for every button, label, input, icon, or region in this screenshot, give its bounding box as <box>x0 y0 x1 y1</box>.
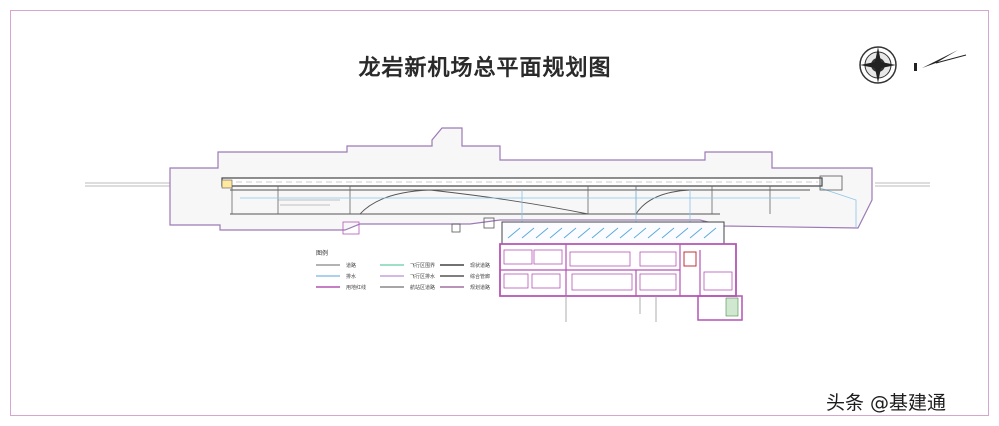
svg-text:排水: 排水 <box>346 273 356 280</box>
legend-item: 排水 <box>316 273 356 280</box>
landside-zone <box>499 243 743 322</box>
legend-item: 规划道路 <box>440 284 490 291</box>
runway-end-facility <box>221 175 843 191</box>
watermark: 头条 @基建通 <box>826 392 947 414</box>
legend-item: 用地红线 <box>316 284 366 291</box>
compass-rose-icon <box>859 46 897 84</box>
svg-text:现状道路: 现状道路 <box>470 262 490 269</box>
legend-heading: 图例 <box>316 249 328 257</box>
svg-text:道路: 道路 <box>346 262 356 269</box>
apron-gates <box>501 221 725 245</box>
legend-item: 道路 <box>316 262 356 269</box>
runway <box>221 177 823 187</box>
svg-text:飞行区围界: 飞行区围界 <box>410 262 435 269</box>
legend-item: 航站区道路 <box>380 284 435 291</box>
legend-item: 飞行区围界 <box>380 262 435 269</box>
legend-item: 飞行区排水 <box>380 273 435 280</box>
north-arrow-icon <box>914 50 967 71</box>
svg-text:用地红线: 用地红线 <box>346 284 366 291</box>
legend-item: 现状道路 <box>440 262 490 269</box>
svg-text:规划道路: 规划道路 <box>470 284 490 291</box>
svg-text:航站区道路: 航站区道路 <box>410 284 435 291</box>
support-facilities <box>342 217 495 235</box>
plan-title: 龙岩新机场总平面规划图 <box>358 55 612 81</box>
drawing-frame <box>10 10 989 416</box>
svg-text:综合管廊: 综合管廊 <box>470 273 490 280</box>
legend-item: 综合管廊 <box>440 273 490 280</box>
runway-extension-lines <box>85 182 930 187</box>
svg-text:飞行区排水: 飞行区排水 <box>410 273 435 280</box>
legend: 图例 道路 飞行区围界 现状道路 排水 飞行区排水 综合管廊 用地红线 <box>316 249 490 291</box>
